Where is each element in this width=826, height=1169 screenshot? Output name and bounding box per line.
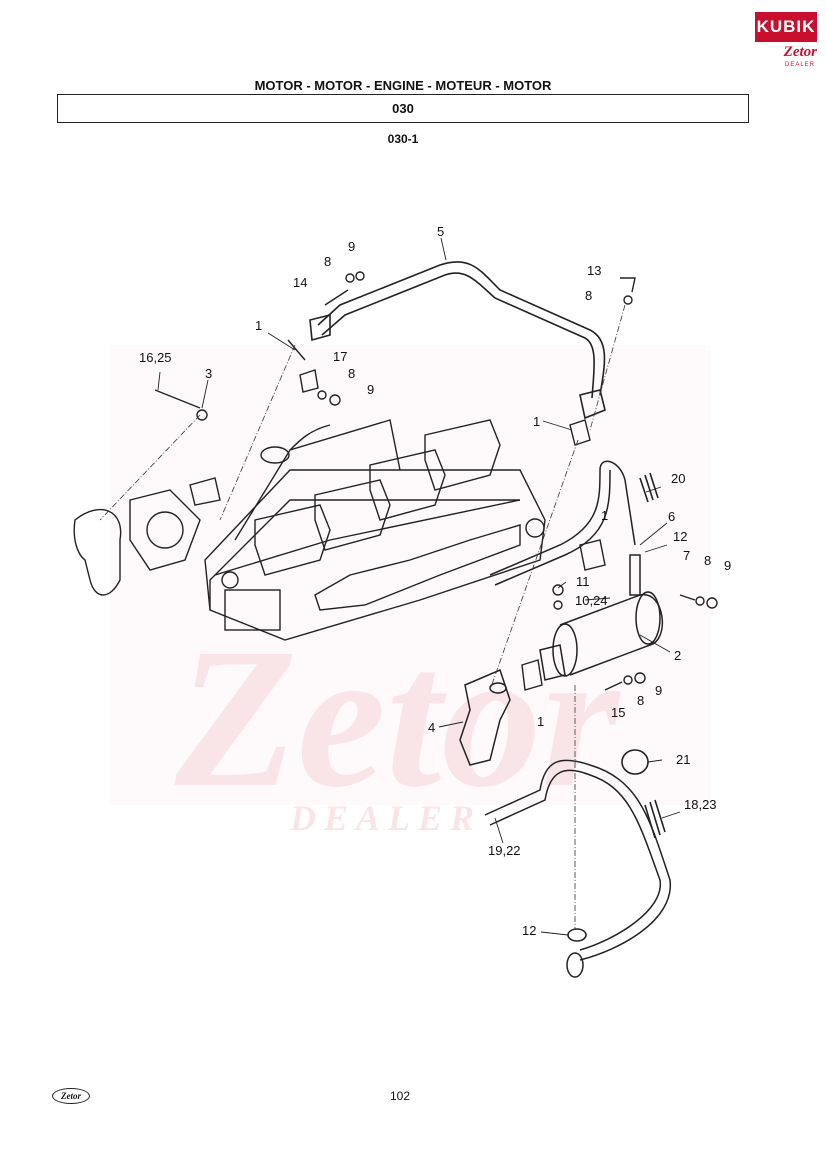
- page-title: MOTOR - MOTOR - ENGINE - MOTEUR - MOTOR: [254, 78, 552, 93]
- watermark-dealer: DEALER: [289, 798, 482, 838]
- callout-18-23: 18,23: [684, 797, 717, 812]
- callout-1a: 1: [255, 318, 262, 333]
- callout-16-25: 16,25: [139, 350, 172, 365]
- hoses: [484, 460, 671, 978]
- callout-1b: 1: [533, 414, 540, 429]
- callout-17: 17: [333, 349, 347, 364]
- callout-9b: 9: [367, 382, 374, 397]
- callout-14: 14: [293, 275, 307, 290]
- callout-lines: [157, 237, 681, 936]
- leader-lines: [99, 304, 626, 930]
- callout-21: 21: [676, 752, 690, 767]
- egr-cooler: [539, 554, 664, 681]
- gaskets-and-fasteners: [154, 271, 718, 691]
- section-number: 030: [57, 94, 749, 123]
- pipe-5: [309, 261, 606, 420]
- callout-7: 7: [683, 548, 690, 563]
- callout-15: 15: [611, 705, 625, 720]
- kubik-zetor-logo: KUBIK Zetor DEALER: [755, 12, 817, 70]
- bracket-4: [459, 668, 511, 766]
- callout-10-24: 10,24: [575, 593, 608, 608]
- logo-dealer: DEALER: [784, 62, 815, 68]
- logo-brand: KUBIK: [755, 12, 817, 42]
- callout-8c: 8: [585, 288, 592, 303]
- logo-sub: Zetor: [783, 44, 817, 60]
- callout-5: 5: [437, 224, 444, 239]
- callout-8d: 8: [704, 553, 711, 568]
- callout-4: 4: [428, 720, 435, 735]
- callout-6: 6: [668, 509, 675, 524]
- callout-9a: 9: [348, 239, 355, 254]
- callout-20: 20: [671, 471, 685, 486]
- callout-11: 11: [576, 574, 590, 589]
- callout-12b: 12: [522, 923, 536, 938]
- callout-8b: 8: [348, 366, 355, 381]
- callout-1d: 1: [537, 714, 544, 729]
- callout-8a: 8: [324, 254, 331, 269]
- footer-zetor-logo: Zetor: [52, 1088, 90, 1104]
- callout-1c: 1: [601, 508, 608, 523]
- callout-2: 2: [674, 648, 681, 663]
- callout-8e: 8: [637, 693, 644, 708]
- callout-13: 13: [587, 263, 601, 278]
- callout-9d: 9: [655, 683, 662, 698]
- callout-19-22: 19,22: [488, 843, 521, 858]
- subsection-number: 030-1: [387, 132, 419, 146]
- engine-block: [73, 419, 546, 641]
- page-number: 102: [389, 1089, 411, 1103]
- callout-3: 3: [205, 366, 212, 381]
- callouts: 1 1 1 1 2 3 4 5 6 7 8 8 8 8 8 9 9 9 9 11…: [139, 224, 731, 938]
- callout-12a: 12: [673, 529, 687, 544]
- valve-covers: [254, 419, 501, 576]
- callout-9c: 9: [724, 558, 731, 573]
